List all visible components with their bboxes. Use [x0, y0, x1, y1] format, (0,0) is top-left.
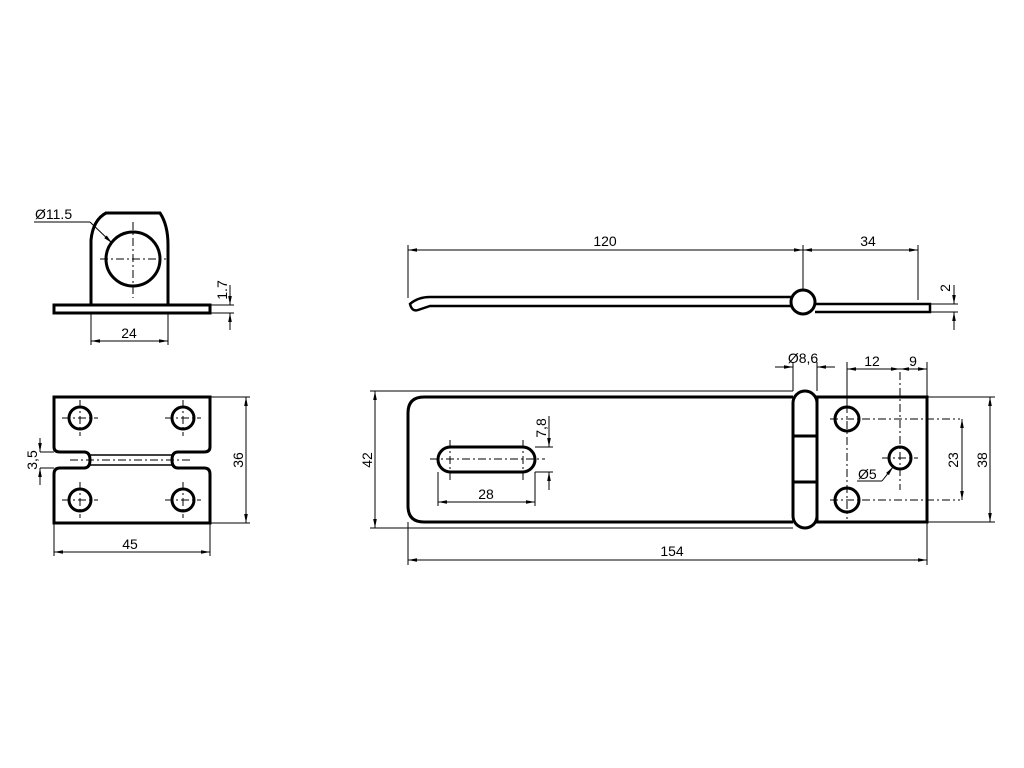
width-label: 24 — [121, 325, 137, 341]
width-label: 45 — [122, 536, 138, 552]
hasp-side-view: 120 34 2 — [407, 233, 958, 330]
plate-height-label: 38 — [974, 452, 990, 468]
hinge-diameter-label: Ø8,6 — [788, 350, 819, 366]
gap-label: 3,5 — [24, 450, 40, 470]
total-length-label: 154 — [660, 543, 684, 559]
slot-width-label: 7,8 — [533, 418, 549, 438]
hole-spacing-x-label: 12 — [864, 353, 880, 369]
slot-length-label: 28 — [478, 486, 494, 502]
height-label: 36 — [230, 452, 246, 468]
thickness-label: 2 — [937, 284, 953, 292]
thickness-label: 1.7 — [214, 280, 230, 300]
bracket-front-view: Ø11.5 24 1.7 — [34, 206, 234, 345]
height-label: 42 — [359, 452, 375, 468]
long-length-label: 120 — [593, 233, 617, 249]
hasp-top-view: 42 154 28 7,8 Ø8,6 12 9 Ø5 2 — [359, 350, 995, 565]
diameter-label: Ø11.5 — [35, 206, 72, 222]
bracket-top-view: 3,5 36 45 — [24, 395, 250, 556]
hole-spacing-y-label: 23 — [945, 452, 961, 468]
edge-offset-label: 9 — [909, 353, 917, 369]
mounting-holes — [62, 400, 201, 518]
hole-diameter-label: Ø5 — [858, 466, 877, 482]
short-length-label: 34 — [860, 233, 876, 249]
